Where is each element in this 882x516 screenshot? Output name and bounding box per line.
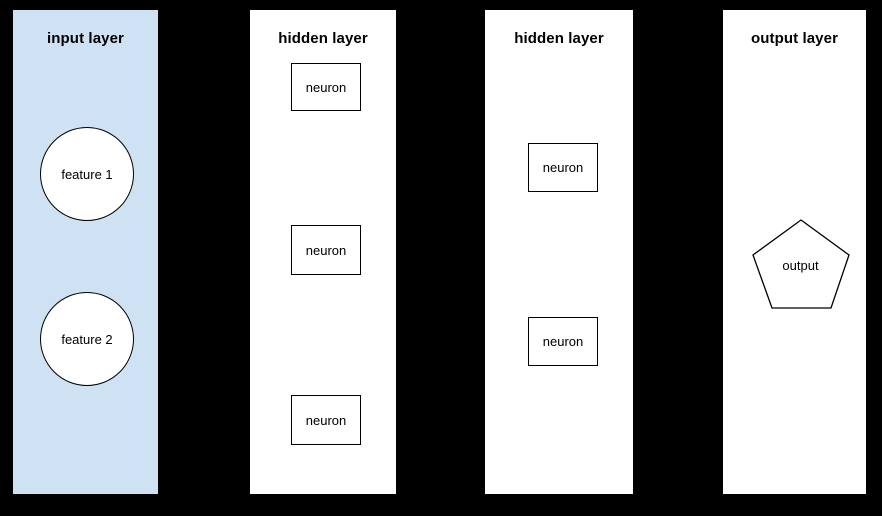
input-node-feature-1-label: feature 1	[61, 166, 113, 182]
hidden-1-neuron-3[interactable]: neuron	[291, 395, 361, 445]
hidden-2-neuron-1[interactable]: neuron	[528, 143, 598, 192]
layer-title-output: output layer	[750, 30, 839, 47]
layer-title-hidden-1: hidden layer	[278, 30, 368, 47]
hidden-2-neuron-2-label: neuron	[542, 334, 584, 349]
hidden-1-neuron-1-label: neuron	[305, 79, 347, 95]
layer-panel-input: input layer	[13, 10, 158, 494]
input-node-feature-2-label: feature 2	[61, 331, 113, 347]
layer-title-input: input layer	[47, 30, 124, 47]
hidden-1-neuron-2-label: neuron	[305, 242, 347, 258]
input-node-feature-2[interactable]: feature 2	[40, 292, 134, 386]
hidden-1-neuron-2[interactable]: neuron	[291, 225, 361, 275]
hidden-1-neuron-3-label: neuron	[305, 412, 347, 428]
input-node-feature-1[interactable]: feature 1	[40, 127, 134, 221]
output-node-label: output	[782, 258, 819, 273]
output-node-pentagon[interactable]	[748, 215, 856, 315]
hidden-2-neuron-2[interactable]: neuron	[528, 317, 598, 366]
hidden-2-neuron-1-label: neuron	[542, 160, 584, 175]
layer-title-hidden-2: hidden layer	[514, 30, 604, 47]
layer-panel-hidden-2: hidden layer	[485, 10, 633, 494]
hidden-1-neuron-1[interactable]: neuron	[291, 63, 361, 111]
